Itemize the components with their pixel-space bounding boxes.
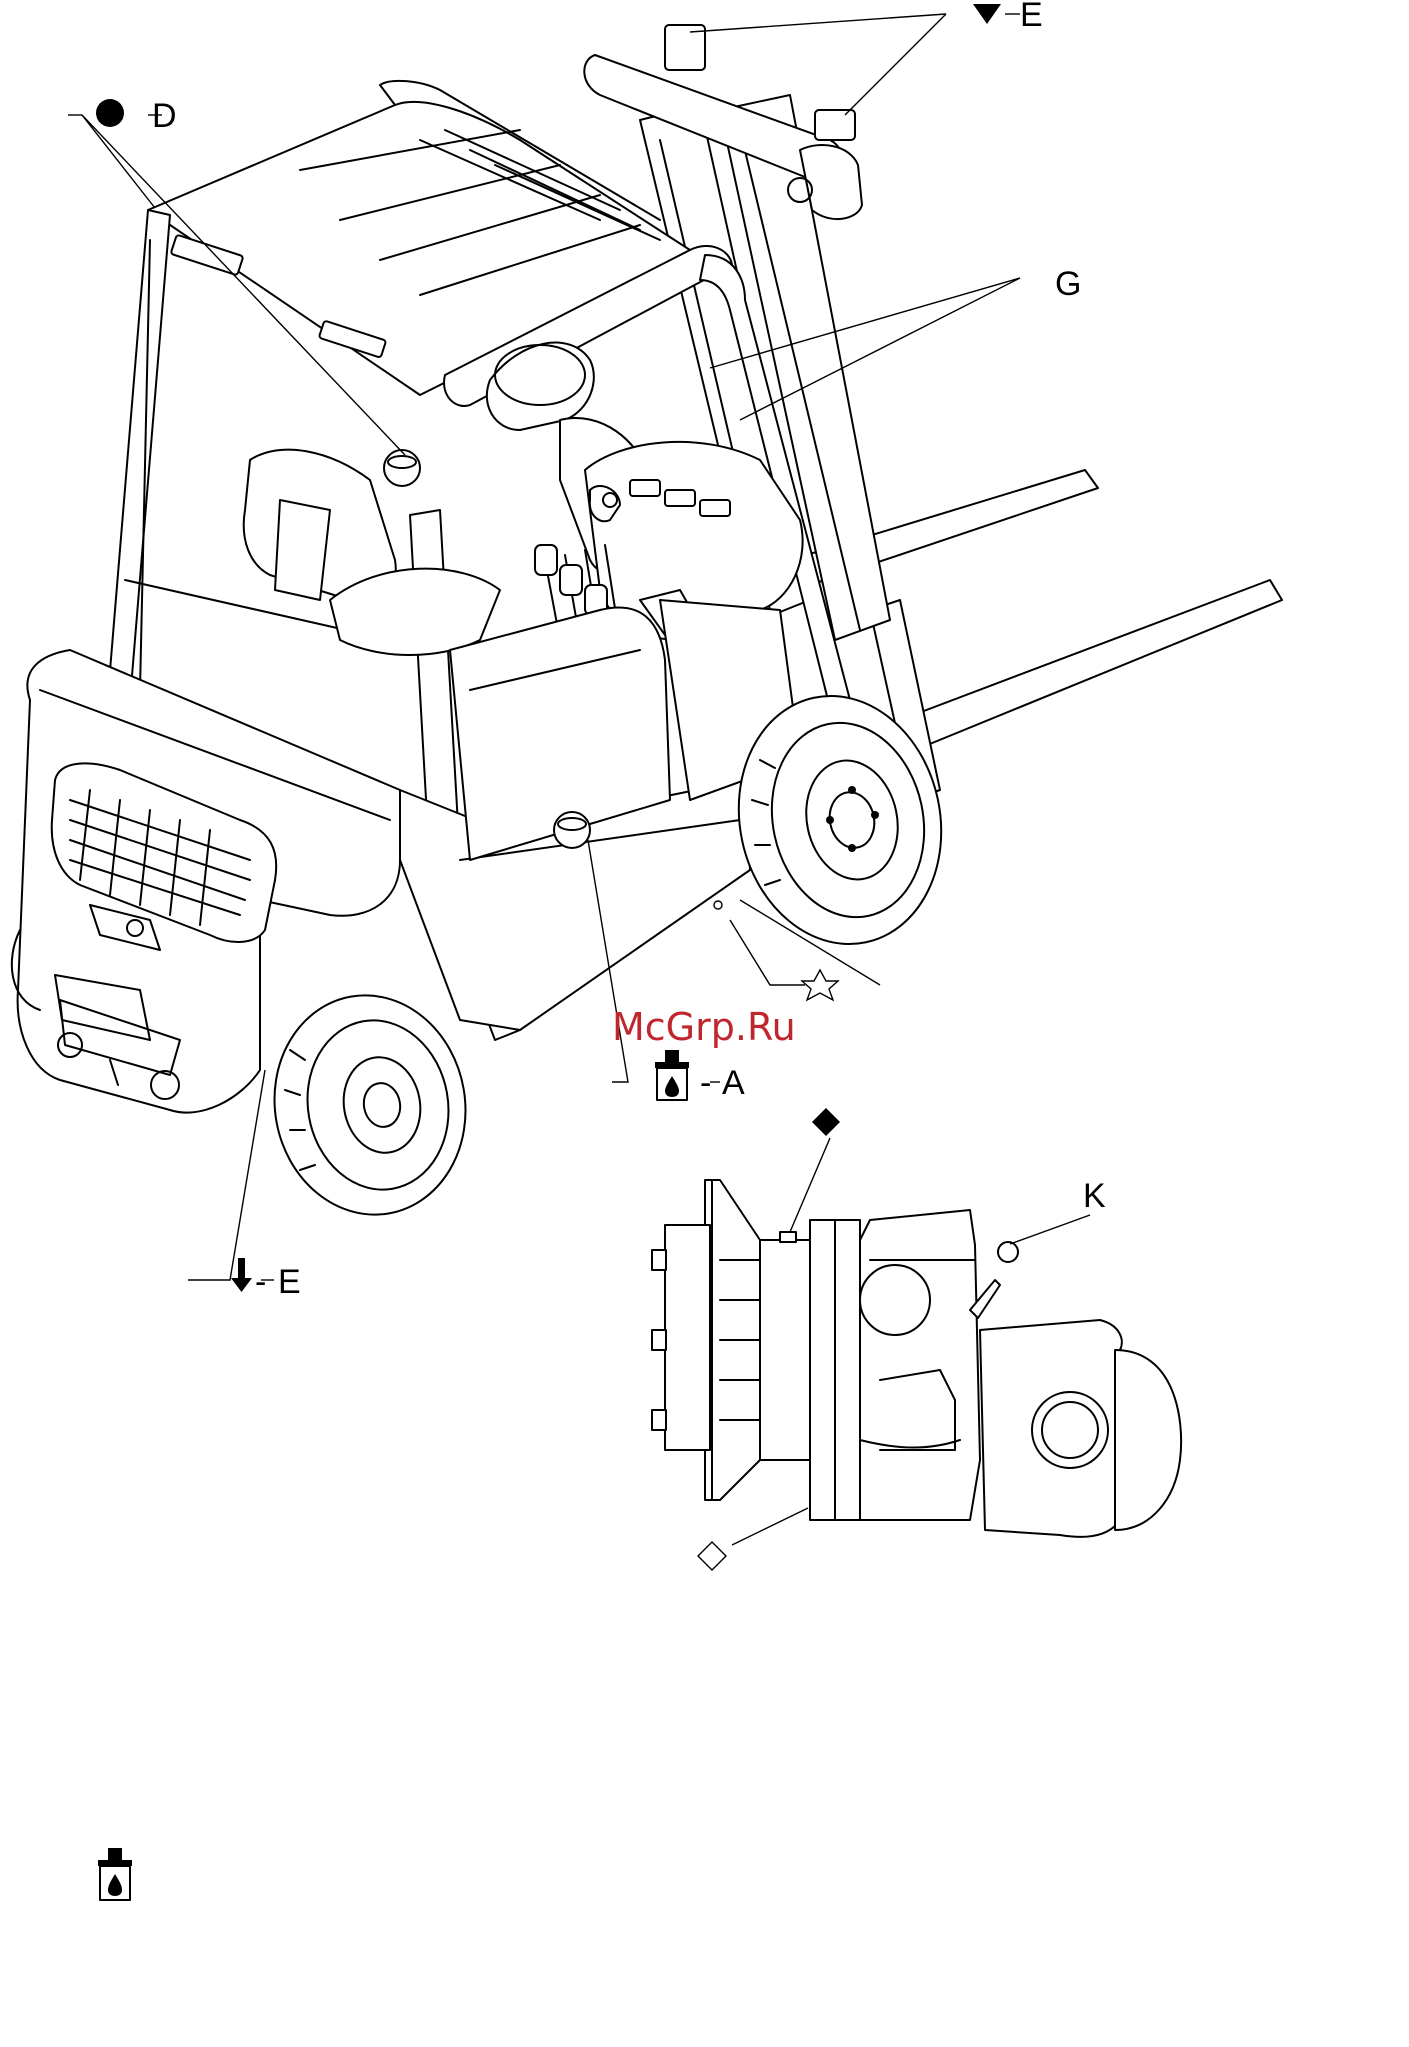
callout-e-bottom-dash: - <box>255 1263 266 1301</box>
callout-k: K <box>1083 1177 1106 1215</box>
oil-can-icon <box>655 1050 689 1100</box>
engine-detail-drawing <box>652 1180 1181 1537</box>
callout-a-dash: - <box>700 1064 711 1102</box>
callout-d: D <box>96 97 177 135</box>
forklift-drawing <box>12 25 1282 1230</box>
callout-g-label: G <box>1055 265 1081 303</box>
callout-e-bottom-label: E <box>278 1263 301 1301</box>
filled-circle-icon <box>96 99 124 127</box>
outline-diamond-icon <box>698 1542 726 1570</box>
callout-star <box>802 970 838 1000</box>
callout-g: G <box>1055 265 1081 303</box>
callout-diamond-outline <box>698 1542 726 1570</box>
callout-diamond-filled <box>812 1108 840 1136</box>
callout-d-label: D <box>152 97 177 135</box>
down-triangle-icon <box>973 4 1001 24</box>
star-outline-icon <box>802 970 838 1000</box>
callout-e-bottom: - E <box>231 1258 301 1301</box>
oil-can-icon <box>98 1848 132 1900</box>
filled-diamond-icon <box>812 1108 840 1136</box>
operator-seat <box>244 450 500 655</box>
callout-e-top-label: E <box>1020 0 1043 34</box>
callout-a: - A <box>655 1050 745 1102</box>
callout-k-label: K <box>1083 1177 1106 1215</box>
down-arrow-icon <box>231 1258 252 1292</box>
callout-e-top: E <box>973 0 1043 34</box>
watermark: McGrp.Ru <box>612 1005 796 1049</box>
callout-a-label: A <box>722 1064 745 1102</box>
legend-oil-can <box>98 1848 132 1900</box>
